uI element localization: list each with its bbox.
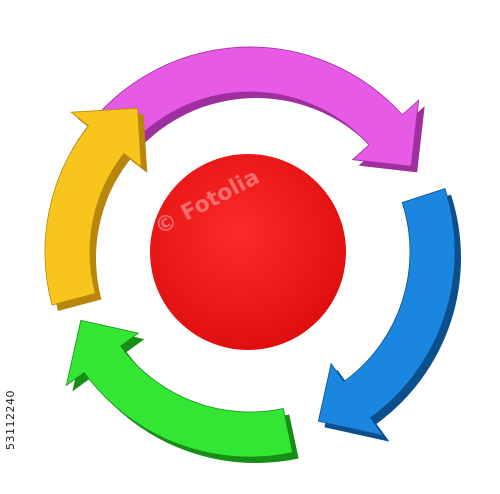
cycle-arrow-blue bbox=[317, 188, 461, 442]
cycle-arrow-magenta-face bbox=[71, 46, 420, 173]
cycle-arrow-magenta bbox=[71, 46, 425, 178]
arrows-layer bbox=[44, 46, 461, 464]
cycle-arrow-blue-face bbox=[317, 188, 456, 437]
cycle-arrow-yellow bbox=[44, 107, 148, 312]
stock-id-label: 53112240 bbox=[4, 390, 17, 450]
cycle-arrow-green-face bbox=[65, 319, 294, 458]
center-circle bbox=[150, 154, 346, 350]
cycle-arrow-yellow-face bbox=[44, 107, 142, 306]
cycle-arrow-green bbox=[65, 319, 299, 464]
